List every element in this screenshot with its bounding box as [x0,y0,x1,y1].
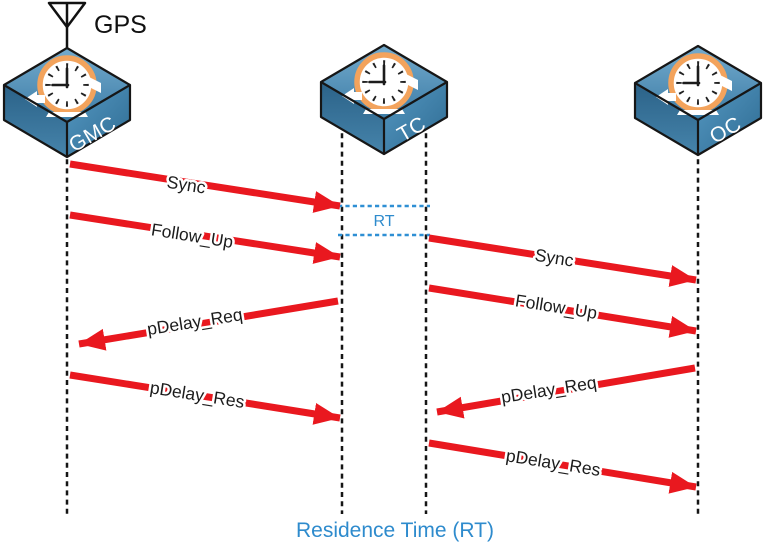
arrow-followup-gmc-tc [69,211,341,264]
gps-antenna-icon [47,1,87,50]
arrow-pdelayres-tc-oc [428,439,697,494]
arrow-pdelayreq-oc-tc [436,364,696,419]
arrow-sync-gmc-tc [69,160,341,213]
message-label-sync-2: Sync [533,245,575,271]
arrow-sync-tc-oc [428,234,697,287]
gmc-device: GMC [2,46,132,159]
oc-device: OC [633,44,763,157]
residence-time-caption: Residence Time (RT) [296,519,494,542]
clock-icon [25,55,101,117]
message-label-sync-1: Sync [165,172,207,198]
message-label-pdelayres-left: pDelay_Res [148,377,246,413]
arrow-pdelayres-gmc-tc [69,371,341,425]
arrow-pdelayreq-tc-gmc [78,297,339,351]
message-label-followup-1: Follow_Up [150,219,235,253]
message-label-pdelayreq-left: pDelay_Req [146,304,244,340]
arrow-followup-tc-oc [428,284,697,338]
message-label-pdelayreq-right: pDelay_Req [500,372,598,408]
gps-label: GPS [94,11,147,39]
clock-icon [342,52,418,114]
message-label-pdelayres-right: pDelay_Res [504,445,602,481]
message-label-followup-2: Follow_Up [514,290,599,324]
rt-label: RT [373,213,394,230]
tc-device: TC [319,43,449,156]
clock-icon [656,53,732,115]
